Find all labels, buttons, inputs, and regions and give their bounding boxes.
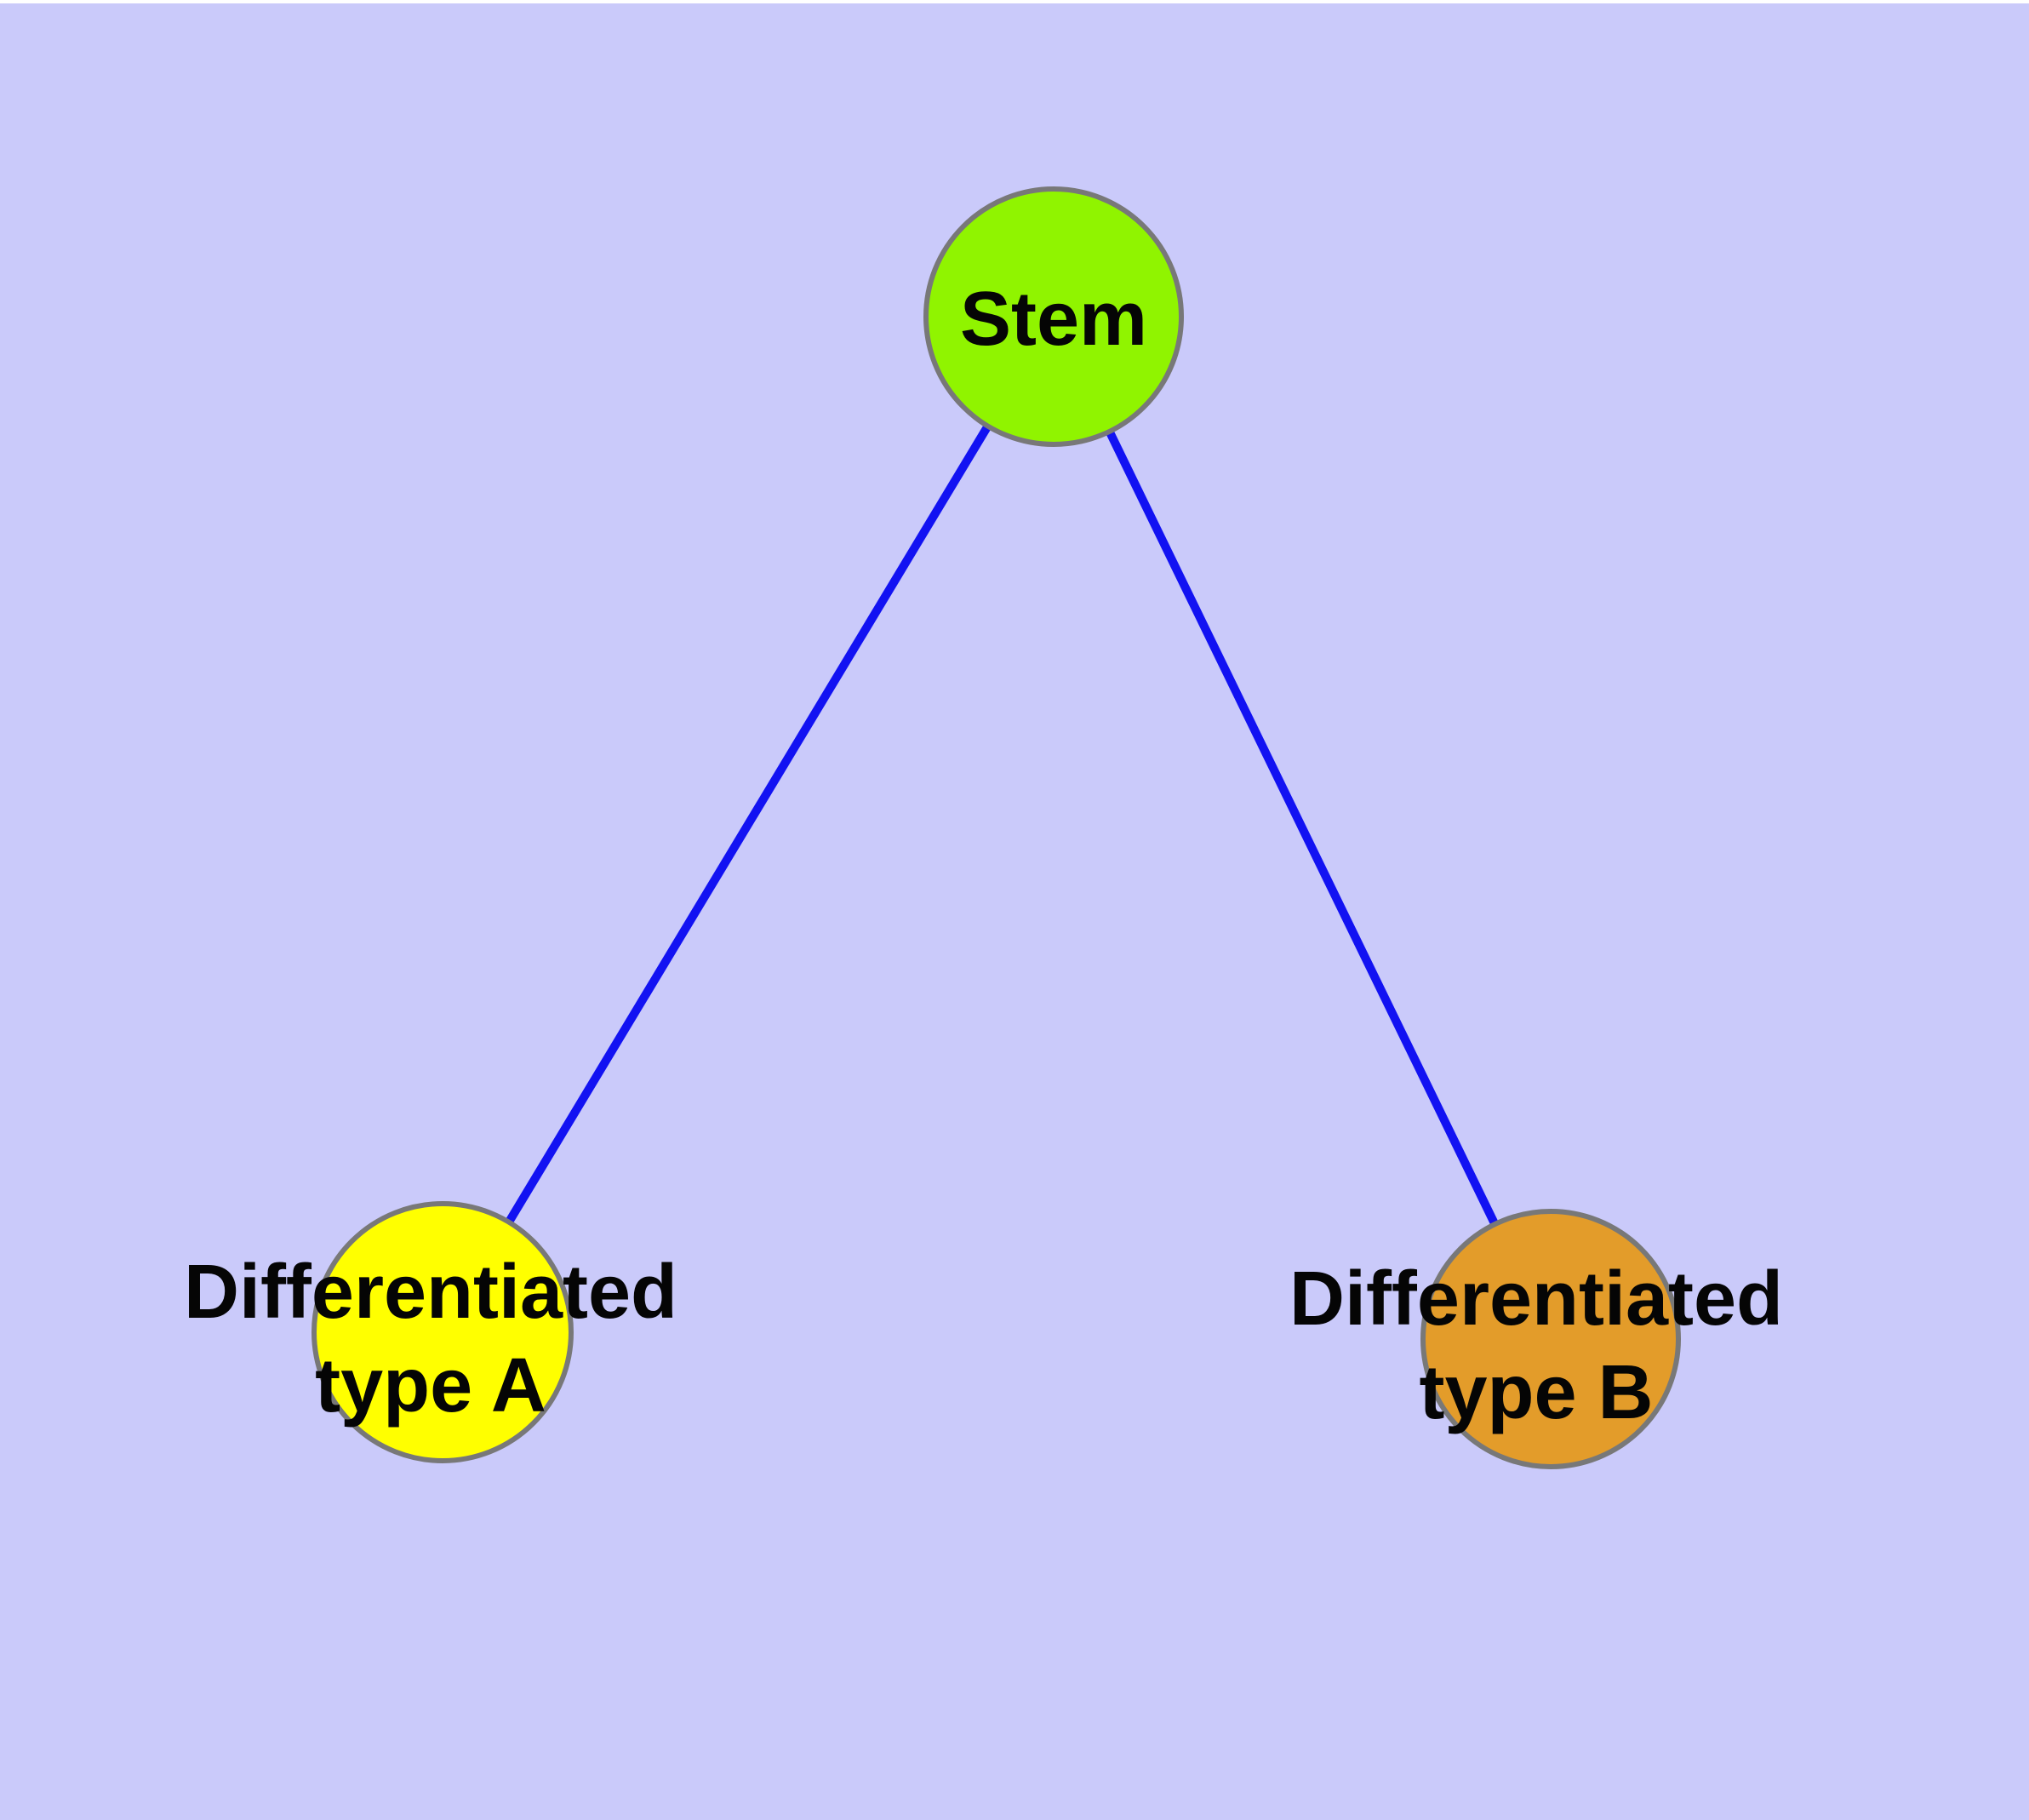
node-type-a-label-line2: type A [315,1343,546,1428]
node-type-b-label-line1: Differentiated [1289,1256,1783,1342]
node-stem-label: Stem [960,277,1147,362]
node-type-a-circle [311,1201,574,1463]
node-stem-circle [923,186,1184,447]
edge-stem-to-type-b [1049,312,1555,1343]
node-type-b-circle [1420,1209,1681,1469]
node-type-a-label-line1: Differentiated [184,1250,677,1335]
edge-stem-to-type-a [438,312,1058,1336]
top-edge-strip [0,0,2029,3]
node-type-b-label-line2: type B [1419,1350,1653,1435]
